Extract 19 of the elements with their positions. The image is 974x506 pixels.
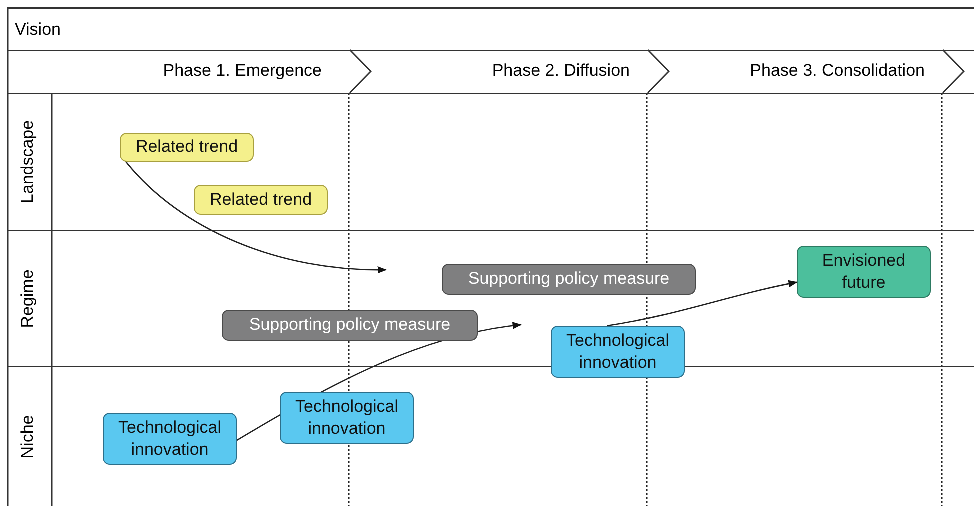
goal-box: Envisioned future	[797, 246, 931, 298]
policy-box: Supporting policy measure	[222, 310, 478, 341]
trend-box: Related trend	[194, 185, 328, 215]
arrow	[607, 280, 798, 327]
phase-title: Phase 3. Consolidation	[750, 61, 925, 81]
innovation-box: Technological innovation	[103, 413, 237, 465]
lane-title: Niche	[18, 414, 38, 458]
trend-box: Related trend	[120, 133, 254, 162]
arrow	[236, 322, 522, 442]
innovation-box: Technological innovation	[280, 392, 414, 444]
lane-title: Landscape	[18, 120, 38, 204]
row-title: Vision	[15, 20, 61, 40]
lane-title: Regime	[18, 269, 38, 328]
arrow	[124, 160, 387, 274]
phase-title: Phase 2. Diffusion	[492, 61, 630, 81]
policy-box: Supporting policy measure	[442, 264, 696, 295]
phase-title: Phase 1. Emergence	[163, 61, 322, 81]
vision-row	[8, 8, 974, 51]
innovation-box: Technological innovation	[551, 326, 685, 378]
